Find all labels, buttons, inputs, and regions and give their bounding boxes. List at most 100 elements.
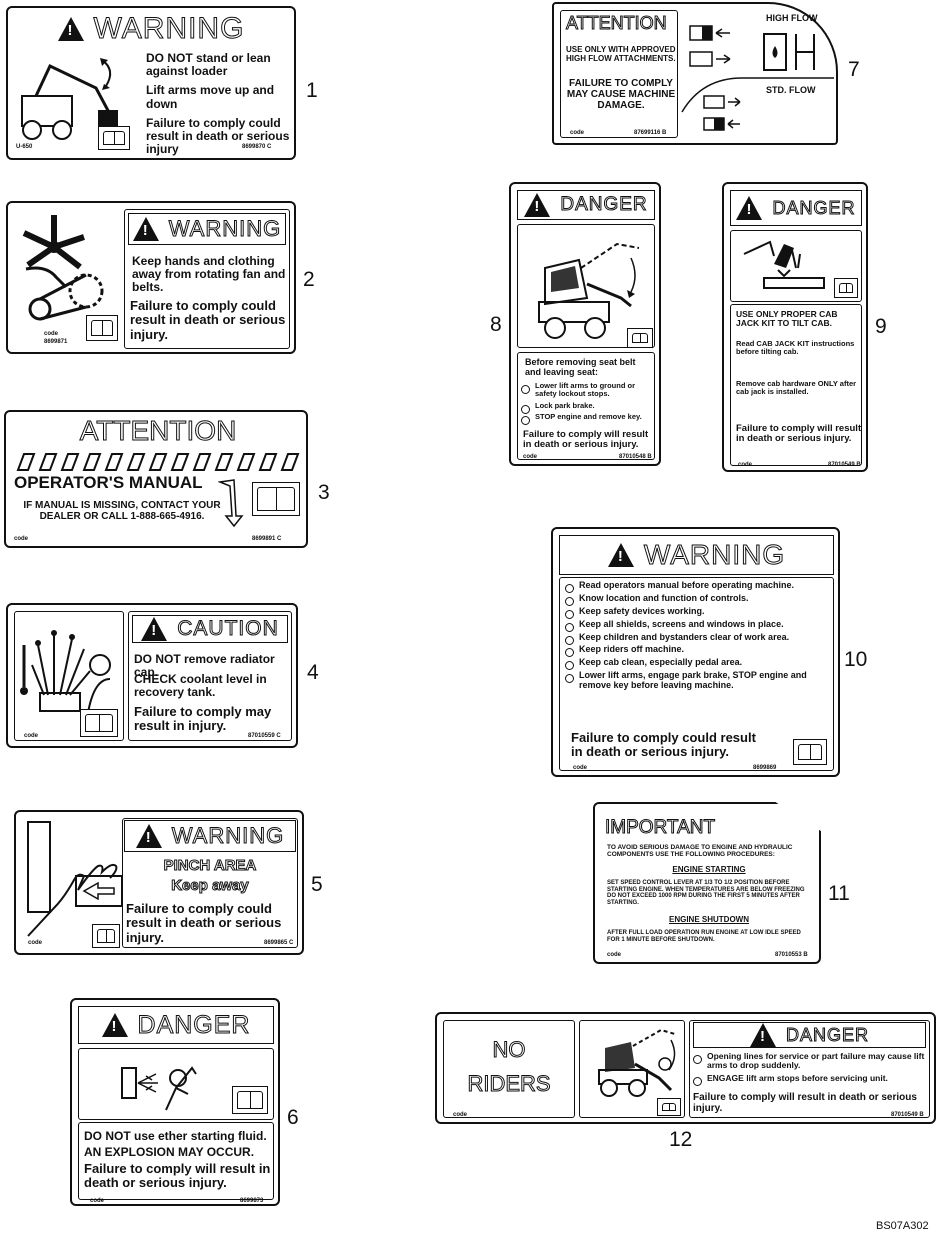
decal-10-item-7: Keep cab clean, especially pedal area.: [565, 657, 831, 671]
decal-12-failure: Failure to comply will result in death o…: [693, 1092, 917, 1114]
decal-10: WARNING Read operators manual before ope…: [551, 527, 840, 777]
callout-9: 9: [875, 315, 887, 338]
decal-1: WARNING DO NOT stand or lean against loa…: [6, 6, 296, 160]
decal-12-item-2: ENGAGE lift arm stops before servicing u…: [693, 1073, 929, 1087]
decal-12-header: DANGER: [693, 1022, 926, 1048]
decal-7-code-right: 87699116 B: [634, 130, 667, 136]
decal-9-line-2: Read CAB JACK KIT instructions before ti…: [736, 339, 855, 357]
decal-7-line-2: FAILURE TO COMPLY MAY CAUSE MACHINE DAMA…: [566, 78, 676, 111]
decal-12-left-riders: RIDERS: [467, 1071, 551, 1096]
decal-9-line-3: Remove cab hardware ONLY after cab jack …: [736, 379, 857, 397]
figure-code: BS07A302: [876, 1220, 929, 1232]
decal-11-code-right: 87010553 B: [775, 952, 808, 958]
decal-9: DANGER USE ONLY PROPER CAB JACK KIT TO T…: [722, 182, 868, 472]
danger-triangle-icon: [524, 193, 551, 217]
decal-10-item-5: Keep children and bystanders clear of wo…: [565, 632, 831, 645]
decal-1-code-left: U-650: [16, 144, 33, 150]
callout-4: 4: [307, 661, 319, 684]
decal-8-item-3: STOP engine and remove key.: [521, 412, 653, 426]
decal-6-line-2: AN EXPLOSION MAY OCCUR.: [84, 1145, 255, 1159]
fan-belt-icon: [22, 215, 104, 321]
decal-7: ATTENTION USE ONLY WITH APPROVED HIGH FL…: [552, 2, 838, 145]
decal-3-body: IF MANUAL IS MISSING, CONTACT YOUR DEALE…: [23, 500, 221, 522]
callout-12: 12: [669, 1128, 693, 1151]
decal-7-code-left: code: [570, 130, 585, 136]
decal-3-code-left: code: [14, 536, 29, 542]
decal-1-line-2: Lift arms move up and down: [146, 83, 275, 111]
callout-10: 10: [844, 648, 868, 671]
manual-book-icon: [834, 278, 858, 298]
decal-9-code-right: 87010549 B: [828, 462, 861, 468]
decal-11-intro: TO AVOID SERIOUS DAMAGE TO ENGINE AND HY…: [607, 844, 793, 859]
decal-5-code-right: 8699865 C: [264, 940, 294, 946]
decal-4-line-2: CHECK coolant level in recovery tank.: [134, 672, 267, 700]
decal-2: WARNING Keep hands and clothing away fro…: [6, 201, 296, 354]
decal-10-item-3: Keep safety devices working.: [565, 606, 831, 619]
warning-triangle-icon: [132, 217, 159, 241]
decal-10-failure: Failure to comply could result in death …: [571, 730, 756, 760]
manual-book-icon: [627, 328, 653, 348]
decal-11-heading-1: ENGINE STARTING: [672, 865, 746, 874]
callout-8: 8: [490, 313, 502, 336]
decal-4-code-left: code: [24, 733, 39, 739]
decal-6-failure: Failure to comply will result in death o…: [84, 1161, 271, 1191]
callout-2: 2: [303, 268, 315, 291]
decal-9-line-1: USE ONLY PROPER CAB JACK KIT TO TILT CAB…: [736, 309, 838, 329]
decal-10-item-6: Keep riders off machine.: [565, 645, 831, 658]
std-flow-coupler-icon: [703, 95, 741, 131]
manual-book-icon: [98, 126, 130, 150]
high-flow-coupler-icon: [689, 25, 815, 71]
decal-2-body: Keep hands and clothing away from rotati…: [132, 254, 286, 295]
decal-8-code-right: 87010548 B: [619, 454, 652, 460]
flow-divider-line: [681, 77, 834, 113]
callout-3: 3: [318, 481, 330, 504]
skid-steer-arm-drop-icon: [598, 1028, 676, 1097]
danger-triangle-icon: [749, 1023, 776, 1047]
decal-1-failure: Failure to comply could result in death …: [146, 115, 290, 157]
manual-book-icon: [80, 709, 118, 737]
decal-4-code-right: 87010559 C: [248, 733, 281, 739]
callout-6: 6: [287, 1106, 299, 1129]
decal-1-line-1: DO NOT stand or lean against loader: [146, 51, 271, 79]
decal-5: WARNING PINCH AREA Keep away Failure to …: [14, 810, 304, 955]
decal-8-item-2: Lock park brake.: [521, 401, 653, 414]
manual-book-icon: [252, 482, 300, 516]
cab-jack-icon: [743, 240, 825, 289]
decal-11: IMPORTANT TO AVOID SERIOUS DAMAGE TO ENG…: [593, 802, 821, 964]
decal-5-title: PINCH AREA: [163, 857, 257, 874]
decal-2-failure: Failure to comply could result in death …: [130, 298, 286, 342]
decal-11-heading-2: ENGINE SHUTDOWN: [669, 915, 749, 924]
ether-explosion-icon: [121, 1066, 197, 1111]
decal-12-left-no: NO: [492, 1037, 526, 1062]
decal-4: CAUTION DO NOT remove radiator cap. CHEC…: [6, 603, 298, 748]
decal-4-header: CAUTION: [132, 615, 288, 643]
decal-3-title: OPERATOR'S MANUAL: [14, 473, 203, 492]
warning-triangle-icon: [607, 543, 634, 567]
decal-5-subtitle: Keep away: [171, 877, 250, 894]
warning-triangle-icon: [135, 824, 162, 848]
decal-10-item-2: Know location and function of controls.: [565, 593, 831, 606]
manual-book-icon: [92, 924, 120, 948]
manual-book-icon: [86, 315, 118, 341]
decal-9-failure: Failure to comply will result in death o…: [736, 423, 862, 445]
decal-2-header: WARNING: [128, 213, 286, 245]
decal-8-failure: Failure to comply will result in death o…: [523, 429, 649, 451]
decal-5-code-left: code: [28, 940, 43, 946]
decal-3-header: ATTENTION: [79, 415, 237, 447]
decal-4-line-1: DO NOT remove radiator cap.: [134, 652, 275, 680]
decal-11-header: IMPORTANT: [604, 817, 716, 839]
decal-6-line-1: DO NOT use ether starting fluid.: [84, 1129, 267, 1143]
decal-11-code-left: code: [607, 952, 622, 958]
decal-10-header: WARNING: [559, 535, 834, 575]
decal-2-code-right: 8699871: [44, 339, 68, 345]
decal-3-code-right: 8699891 C: [252, 536, 282, 542]
decal-12-code-left: code: [453, 1112, 468, 1118]
decal-1-header: WARNING: [14, 12, 288, 46]
decal-8-item-1: Lower lift arms to ground or safety lock…: [521, 381, 653, 399]
callout-1: 1: [306, 79, 318, 102]
decal-6-code-right: 8699873: [240, 1198, 264, 1204]
decal-1-code-right: 8699870 C: [242, 144, 272, 150]
decal-12-item-1: Opening lines for service or part failur…: [693, 1051, 929, 1071]
decal-8-header: DANGER: [517, 190, 655, 220]
manual-book-icon: [232, 1086, 268, 1114]
